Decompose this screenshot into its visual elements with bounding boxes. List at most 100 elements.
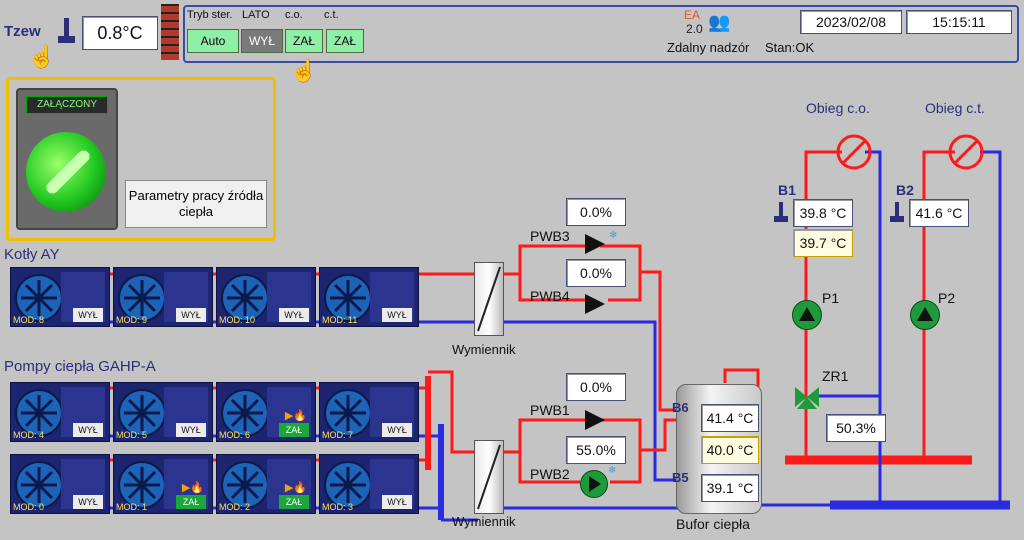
module-status: WYŁ [73,495,103,509]
ct-on-button[interactable]: ZAŁ [326,29,364,53]
pump-pwb1-icon[interactable] [585,410,605,430]
b6-label: B6 [672,400,689,415]
valve-zr1-icon[interactable] [795,385,819,409]
auto-button[interactable]: Auto [187,29,239,53]
flame-icon: ▶🔥 [284,482,307,494]
zr1-value[interactable]: 50.3% [826,414,886,442]
b2-label: B2 [896,182,914,198]
pwb1-label: PWB1 [530,402,570,418]
ct-circuit-title: Obieg c.t. [925,100,985,116]
module-id: MOD: 7 [322,430,354,440]
boilers-group-label: Kotły AY [4,246,60,263]
pwb3-value[interactable]: 0.0% [566,198,626,226]
module-id: MOD: 11 [322,315,358,325]
thermometer-icon [772,200,790,224]
buffer-top-temp[interactable]: 41.4 °C [701,404,759,432]
source-params-label: Parametry pracy źródła ciepła [128,188,264,219]
module-id: MOD: 9 [116,315,148,325]
pump-p1-icon[interactable] [792,300,822,330]
module-hp2-1[interactable]: MOD: 1 ZAŁ▶🔥 [113,454,213,514]
pump-pwb3-icon[interactable] [585,234,605,254]
co-on-button[interactable]: ZAŁ [285,29,323,53]
module-id: MOD: 6 [219,430,251,440]
module-id: MOD: 5 [116,430,148,440]
module-id: MOD: 1 [116,502,148,512]
pump-pwb4-icon[interactable] [585,294,605,314]
module-hp2-0[interactable]: MOD: 0 WYŁ [10,454,110,514]
module-hp1-3[interactable]: MOD: 7 WYŁ [319,382,419,442]
module-hp1-0[interactable]: MOD: 4 WYŁ [10,382,110,442]
module-status: WYŁ [382,495,412,509]
heat-exchanger-icon [474,440,504,514]
time-display: 15:15:11 [906,10,1012,34]
pump-pwb2-icon[interactable] [580,470,608,498]
wall-icon [161,4,179,60]
remote-label: Zdalny nadzór [667,40,750,55]
b1-label: B1 [778,182,796,198]
module-status: WYŁ [176,308,206,322]
mode-label: Tryb ster. [187,9,233,21]
module-id: MOD: 10 [219,315,256,325]
pwb2-value[interactable]: 55.0% [566,436,626,464]
co-label: c.o. [285,9,303,21]
snowflake-icon: ❄ [608,465,617,476]
pwb2-label: PWB2 [530,466,570,482]
b1-setpoint[interactable]: 39.7 °C [793,229,853,257]
hand-pointer-icon: ☝ [290,58,318,83]
fan-icon [221,274,269,322]
hand-pointer-icon: ☝ [28,44,56,69]
module-boilers-1[interactable]: MOD: 9 WYŁ [113,267,213,327]
switch-knob-icon [26,132,106,212]
fan-icon [324,274,372,322]
heatpumps-group-label: Pompy ciepła GAHP-A [4,358,156,375]
flame-icon: ▶🔥 [284,410,307,422]
fan-icon [15,389,63,437]
status-label: Stan:OK [765,40,815,55]
main-switch[interactable]: ZAŁĄCZONY [16,88,118,230]
p2-label: P2 [938,290,956,306]
source-params-button[interactable]: Parametry pracy źródła ciepła [125,180,267,228]
season-label: LATO [242,9,270,21]
heat-exchanger-icon [474,262,504,336]
brand-bottom: 2.0 [686,22,703,36]
module-status: ZAŁ [176,495,206,509]
tzew-value[interactable]: 0.8°C [82,16,158,50]
buffer-bottom-temp[interactable]: 39.1 °C [701,474,759,502]
pwb4-value[interactable]: 0.0% [566,259,626,287]
module-status: ZAŁ [279,495,309,509]
brand-top: EA [684,8,701,22]
module-id: MOD: 4 [13,430,45,440]
date-display: 2023/02/08 [800,10,902,34]
fan-icon [15,274,63,322]
module-status: WYŁ [73,423,103,437]
remote-users-icon: 👥 [708,12,731,32]
pwb4-label: PWB4 [530,288,570,304]
snowflake-icon: ❄ [609,230,618,241]
b1-value[interactable]: 39.8 °C [793,199,853,227]
pwb1-value[interactable]: 0.0% [566,373,626,401]
module-id: MOD: 0 [13,502,45,512]
b5-label: B5 [672,470,689,485]
pump-p2-icon[interactable] [910,300,940,330]
module-id: MOD: 2 [219,502,251,512]
fan-icon [118,389,166,437]
fan-icon [221,389,269,437]
b2-value[interactable]: 41.6 °C [909,199,969,227]
tzew-label: Tzew [4,23,41,40]
buffer-mid-temp[interactable]: 40.0 °C [701,436,759,464]
ct-label: c.t. [324,9,339,21]
control-panel [183,5,1019,63]
flame-icon: ▶🔥 [181,482,204,494]
fan-icon [118,274,166,322]
season-off-button[interactable]: WYŁ [241,29,283,53]
module-hp2-2[interactable]: MOD: 2 ZAŁ▶🔥 [216,454,316,514]
exchanger-bottom-label: Wymiennik [452,514,516,529]
module-status: WYŁ [382,423,412,437]
zr1-label: ZR1 [822,368,849,384]
